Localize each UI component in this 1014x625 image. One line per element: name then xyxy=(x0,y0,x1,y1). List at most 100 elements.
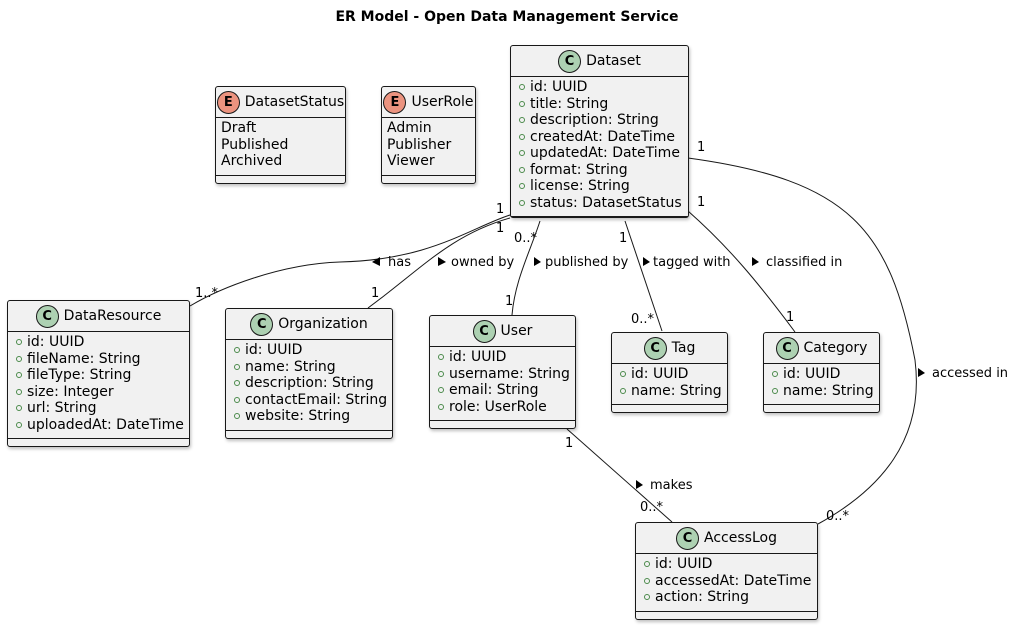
edge-has xyxy=(189,214,511,307)
field-row: name: String xyxy=(612,383,727,400)
field-text: id: UUID xyxy=(631,366,689,383)
field-row: name: String xyxy=(764,383,879,400)
enum-badge-icon: E xyxy=(383,90,407,114)
field-text: createdAt: DateTime xyxy=(530,128,676,145)
field-row: id: UUID xyxy=(226,342,392,359)
public-visibility-icon xyxy=(519,199,525,206)
class-header: C Category xyxy=(764,333,879,364)
class-name: Dataset xyxy=(586,53,641,69)
arrow-has-icon xyxy=(372,257,380,266)
mult-makes-to: 0..* xyxy=(640,500,664,515)
public-visibility-icon xyxy=(772,387,778,394)
field-text: id: UUID xyxy=(530,79,588,96)
class-user[interactable]: C User id: UUID username: String email: … xyxy=(429,315,576,429)
enum-name: DatasetStatus xyxy=(244,94,345,110)
class-tag[interactable]: C Tag id: UUID name: String xyxy=(611,332,728,413)
public-visibility-icon xyxy=(620,371,626,378)
field-text: id: UUID xyxy=(783,366,841,383)
enum-value: Viewer xyxy=(387,153,435,169)
mult-published-by-from: 0..* xyxy=(514,231,538,246)
class-name: AccessLog xyxy=(704,530,777,546)
class-badge-icon: C xyxy=(472,319,496,343)
field-text: url: String xyxy=(27,400,97,417)
field-row: role: UserRole xyxy=(430,399,575,416)
field-text: fileName: String xyxy=(27,350,141,367)
public-visibility-icon xyxy=(772,371,778,378)
public-visibility-icon xyxy=(438,354,444,361)
field-text: status: DatasetStatus xyxy=(530,194,682,211)
rel-label-published-by: published by xyxy=(545,255,629,270)
class-dataset[interactable]: C Dataset id: UUID title: String descrip… xyxy=(510,45,689,218)
edge-tagged-with xyxy=(624,220,663,332)
public-visibility-icon xyxy=(16,372,22,379)
public-visibility-icon xyxy=(16,339,22,346)
rel-label-owned-by: owned by xyxy=(451,255,514,270)
field-text: website: String xyxy=(245,408,351,425)
enum-value: Published xyxy=(221,136,289,153)
public-visibility-icon xyxy=(234,380,240,387)
public-visibility-icon xyxy=(234,413,240,420)
class-methods xyxy=(226,431,392,438)
class-organization[interactable]: C Organization id: UUID name: String des… xyxy=(225,308,393,439)
class-fields: id: UUID username: String email: String … xyxy=(430,347,575,421)
class-category[interactable]: C Category id: UUID name: String xyxy=(763,332,880,413)
enum-datasetstatus[interactable]: E DatasetStatus Draft Published Archived xyxy=(215,86,346,184)
field-row: format: String xyxy=(511,162,688,179)
class-header: C Dataset xyxy=(511,46,688,77)
enum-userrole[interactable]: E UserRole Admin Publisher Viewer xyxy=(381,86,476,184)
class-methods xyxy=(430,421,575,428)
class-header: C User xyxy=(430,316,575,347)
field-row: website: String xyxy=(226,408,392,425)
field-text: accessedAt: DateTime xyxy=(655,572,812,589)
public-visibility-icon xyxy=(620,387,626,394)
public-visibility-icon xyxy=(438,403,444,410)
field-row: status: DatasetStatus xyxy=(511,195,688,212)
class-badge-icon: C xyxy=(250,312,274,336)
field-text: description: String xyxy=(530,112,659,129)
field-text: fileType: String xyxy=(27,367,132,384)
mult-has-from: 1 xyxy=(496,202,504,217)
class-name: Category xyxy=(803,340,868,356)
enum-values: Draft Published Archived xyxy=(216,118,345,176)
class-fields: id: UUID accessedAt: DateTime action: St… xyxy=(636,554,817,612)
public-visibility-icon xyxy=(519,117,525,124)
enum-badge-icon: E xyxy=(216,90,240,114)
mult-owned-by-from: 1 xyxy=(496,221,504,236)
enum-header: E UserRole xyxy=(382,87,475,118)
enum-methods xyxy=(216,176,345,183)
rel-label-makes: makes xyxy=(650,478,693,493)
public-visibility-icon xyxy=(16,405,22,412)
field-text: size: Integer xyxy=(27,383,114,400)
enum-value: Draft xyxy=(221,120,257,136)
public-visibility-icon xyxy=(644,577,650,584)
class-name: DataResource xyxy=(63,308,162,324)
mult-tagged-with-from: 1 xyxy=(619,231,627,246)
enum-value: Publisher xyxy=(387,136,452,153)
arrow-published-by-icon xyxy=(534,257,541,266)
class-methods xyxy=(612,405,727,412)
mult-classified-in-to: 1 xyxy=(786,310,794,325)
public-visibility-icon xyxy=(519,166,525,173)
field-row: fileName: String xyxy=(8,351,189,368)
class-fields: id: UUID fileName: String fileType: Stri… xyxy=(8,332,189,439)
field-text: uploadedAt: DateTime xyxy=(27,416,184,433)
edge-owned-by xyxy=(367,217,511,309)
field-text: id: UUID xyxy=(655,556,713,573)
class-accesslog[interactable]: C AccessLog id: UUID accessedAt: DateTim… xyxy=(635,522,818,620)
arrow-owned-by-icon xyxy=(438,257,446,266)
class-methods xyxy=(8,439,189,446)
field-row: id: UUID xyxy=(8,334,189,351)
edge-classified-in xyxy=(687,210,796,333)
enum-name: UserRole xyxy=(411,94,474,110)
field-row: createdAt: DateTime xyxy=(511,129,688,146)
class-badge-icon: C xyxy=(558,49,582,73)
class-badge-icon: C xyxy=(775,336,799,360)
class-dataresource[interactable]: C DataResource id: UUID fileName: String… xyxy=(7,300,190,447)
field-text: name: String xyxy=(783,382,874,399)
class-badge-icon: C xyxy=(35,304,59,328)
mult-accessed-in-from: 1 xyxy=(697,140,705,155)
field-row: action: String xyxy=(636,589,817,606)
field-text: description: String xyxy=(245,375,374,392)
field-text: id: UUID xyxy=(449,349,507,366)
class-name: Organization xyxy=(278,316,368,332)
